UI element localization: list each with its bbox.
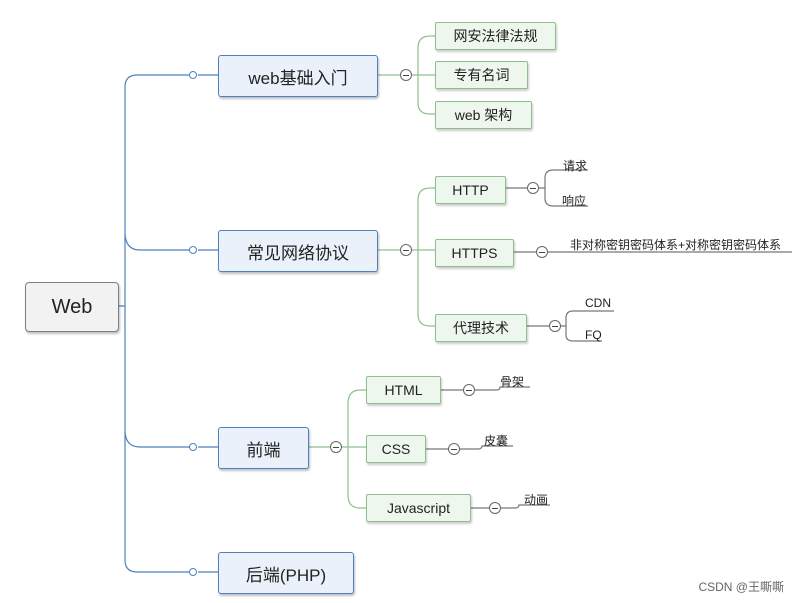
branch-knob[interactable] xyxy=(189,443,197,451)
leaf-animation[interactable]: 动画 xyxy=(524,493,549,507)
node-label: 代理技术 xyxy=(453,320,509,336)
root-label: Web xyxy=(51,295,93,318)
node-terms[interactable]: 专有名词 xyxy=(435,61,528,89)
collapse-toggle-icon[interactable] xyxy=(549,320,561,332)
collapse-toggle-icon[interactable] xyxy=(400,69,412,81)
node-protocols[interactable]: 常见网络协议 xyxy=(218,230,378,272)
leaf-skin[interactable]: 皮囊 xyxy=(484,434,509,448)
node-label: 专有名词 xyxy=(453,67,510,83)
collapse-toggle-icon[interactable] xyxy=(400,244,412,256)
root-node[interactable]: Web xyxy=(25,282,119,332)
leaf-request[interactable]: 请求 xyxy=(563,159,588,173)
node-label: Javascript xyxy=(386,500,451,516)
node-label: HTTPS xyxy=(451,245,498,261)
node-https[interactable]: HTTPS xyxy=(435,239,514,267)
branch-knob[interactable] xyxy=(189,568,197,576)
collapse-toggle-icon[interactable] xyxy=(330,441,342,453)
node-frontend[interactable]: 前端 xyxy=(218,427,309,469)
node-html[interactable]: HTML xyxy=(366,376,441,404)
node-label: web基础入门 xyxy=(248,68,348,88)
watermark: CSDN @王嘶嘶 xyxy=(698,580,784,594)
collapse-toggle-icon[interactable] xyxy=(536,246,548,258)
node-label: 前端 xyxy=(246,440,281,460)
node-label: HTML xyxy=(384,382,423,398)
collapse-toggle-icon[interactable] xyxy=(527,182,539,194)
node-label: CSS xyxy=(381,441,411,457)
leaf-skeleton[interactable]: 骨架 xyxy=(500,375,525,389)
node-label: 后端(PHP) xyxy=(245,565,327,585)
node-backend[interactable]: 后端(PHP) xyxy=(218,552,354,594)
node-web-basics[interactable]: web基础入门 xyxy=(218,55,378,97)
leaf-fq[interactable]: FQ xyxy=(585,328,602,342)
branch-knob[interactable] xyxy=(189,246,197,254)
node-web-arch[interactable]: web 架构 xyxy=(435,101,532,129)
node-law[interactable]: 网安法律法规 xyxy=(435,22,556,50)
collapse-toggle-icon[interactable] xyxy=(489,502,501,514)
node-label: HTTP xyxy=(452,182,489,198)
collapse-toggle-icon[interactable] xyxy=(463,384,475,396)
collapse-toggle-icon[interactable] xyxy=(448,443,460,455)
node-proxy[interactable]: 代理技术 xyxy=(435,314,527,342)
node-javascript[interactable]: Javascript xyxy=(366,494,471,522)
node-label: 网安法律法规 xyxy=(453,28,538,44)
node-label: web 架构 xyxy=(454,107,513,123)
leaf-cdn[interactable]: CDN xyxy=(585,296,611,310)
leaf-crypto[interactable]: 非对称密钥密码体系+对称密钥密码体系 xyxy=(570,238,782,252)
leaf-response[interactable]: 响应 xyxy=(562,194,587,208)
node-label: 常见网络协议 xyxy=(247,243,349,263)
branch-knob[interactable] xyxy=(189,71,197,79)
node-http[interactable]: HTTP xyxy=(435,176,506,204)
node-css[interactable]: CSS xyxy=(366,435,426,463)
